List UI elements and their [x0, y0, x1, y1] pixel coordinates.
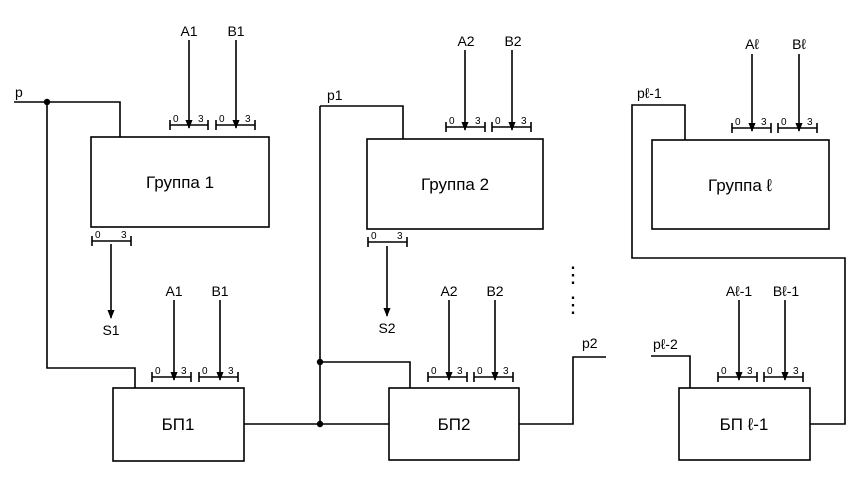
- wire-p: [14, 101, 121, 137]
- bus-lsb-label: 0: [173, 114, 179, 125]
- label-p2: p2: [582, 335, 598, 351]
- bus-bracket: [445, 122, 486, 132]
- bus-bracket: [367, 237, 408, 247]
- label-pL1: pℓ-1: [637, 85, 662, 101]
- bus-bracket: [215, 120, 256, 130]
- label-A2-bottom: A2: [440, 283, 457, 299]
- bus-bracket: [427, 372, 468, 382]
- label-S2: S2: [378, 320, 395, 336]
- bus-msb-label: 3: [475, 116, 481, 127]
- bp1-block: БП1: [112, 387, 245, 462]
- bus-msb-label: 3: [181, 366, 187, 377]
- label-A2-top: A2: [457, 33, 474, 49]
- wire-p1-to-bp2: [320, 361, 411, 388]
- label-BL-top: Bℓ: [792, 36, 806, 52]
- label-A1-bottom: A1: [165, 283, 182, 299]
- group-2-block: Группа 2: [366, 138, 544, 230]
- bus-bracket: [777, 123, 818, 133]
- wire-p-to-bp1: [46, 102, 136, 388]
- wires: [14, 101, 846, 425]
- group-1-block: Группа 1: [90, 136, 270, 228]
- label-pL2: pℓ-2: [653, 336, 678, 352]
- junction-dot: [43, 98, 51, 106]
- bus-bracket: [491, 122, 532, 132]
- bus-lsb-label: 0: [202, 366, 208, 377]
- bus-msb-label: 3: [228, 366, 234, 377]
- ellipsis-dots: ⋮: [562, 262, 584, 287]
- bus-msb-label: 3: [761, 117, 767, 128]
- bus-bracket: [169, 120, 209, 130]
- wire-pL1: [631, 104, 846, 425]
- signal-arrows: [107, 40, 803, 381]
- wire-p2: [519, 356, 606, 425]
- label-B1-bottom: B1: [211, 283, 228, 299]
- bp2-label: БП2: [438, 415, 471, 434]
- group-1-label: Группа 1: [146, 173, 214, 192]
- bus-msb-label: 3: [807, 117, 813, 128]
- bus-lsb-label: 0: [477, 366, 483, 377]
- wire-p1: [320, 105, 404, 139]
- bus-bracket: [198, 372, 239, 382]
- ellipsis-dots-lower: ⋮: [562, 292, 584, 317]
- label-AL-top: Aℓ: [745, 36, 759, 52]
- bus-bracket: [731, 123, 772, 133]
- bp-l1-label: БП ℓ-1: [720, 415, 769, 434]
- bus-lsb-label: 0: [219, 114, 225, 125]
- bus-lsb-label: 0: [767, 366, 773, 377]
- bus-bracket: [717, 372, 758, 382]
- signal-labels: p p1 p2 pℓ-1 pℓ-2 A1 B1 A2 B2 Aℓ Bℓ A1 B…: [15, 23, 806, 352]
- bp2-block: БП2: [388, 387, 520, 461]
- bus-bracket: [763, 372, 804, 382]
- group-l-block: Группа ℓ: [651, 139, 830, 230]
- bus-msb-label: 3: [121, 230, 127, 241]
- bus-msb-label: 3: [793, 366, 799, 377]
- bus-lsb-label: 0: [155, 366, 161, 377]
- label-p1: p1: [327, 87, 343, 103]
- bp1-label: БП1: [162, 415, 195, 434]
- bus-lsb-label: 0: [431, 366, 437, 377]
- bus-lsb-label: 0: [449, 116, 455, 127]
- bus-msb-label: 3: [198, 114, 204, 125]
- bus-msb-label: 3: [397, 231, 403, 242]
- wire-pL2: [651, 355, 691, 388]
- junction-dot: [316, 420, 324, 428]
- junction-dot: [316, 358, 324, 366]
- group-2-label: Группа 2: [421, 175, 489, 194]
- label-S1: S1: [102, 322, 119, 338]
- bus-msb-label: 3: [521, 116, 527, 127]
- bus-lsb-label: 0: [781, 117, 787, 128]
- label-p: p: [15, 84, 23, 100]
- bus-msb-label: 3: [747, 366, 753, 377]
- bus-lsb-label: 0: [735, 117, 741, 128]
- bus-brackets: 0 3 0 3 0 3 0 3 0 3 0 3 0 3 0 3 0 3 0 3 0 3 0 3 0 3 0 3: [91, 114, 818, 382]
- bus-lsb-label: 0: [721, 366, 727, 377]
- label-AL1-bottom: Aℓ-1: [726, 283, 753, 299]
- label-A1-top: A1: [180, 23, 197, 39]
- label-BL1-bottom: Bℓ-1: [773, 283, 800, 299]
- bus-lsb-label: 0: [95, 230, 101, 241]
- label-B1-top: B1: [227, 23, 244, 39]
- bus-msb-label: 3: [503, 366, 509, 377]
- bp-l1-block: БП ℓ-1: [678, 387, 811, 461]
- bus-bracket: [91, 236, 132, 246]
- group-l-label: Группа ℓ: [708, 176, 773, 195]
- bus-lsb-label: 0: [371, 231, 377, 242]
- label-B2-top: B2: [504, 33, 521, 49]
- label-B2-bottom: B2: [486, 283, 503, 299]
- bus-bracket: [473, 372, 514, 382]
- bus-msb-label: 3: [245, 114, 251, 125]
- bus-lsb-label: 0: [495, 116, 501, 127]
- bus-bracket: [151, 372, 192, 382]
- bus-msb-label: 3: [457, 366, 463, 377]
